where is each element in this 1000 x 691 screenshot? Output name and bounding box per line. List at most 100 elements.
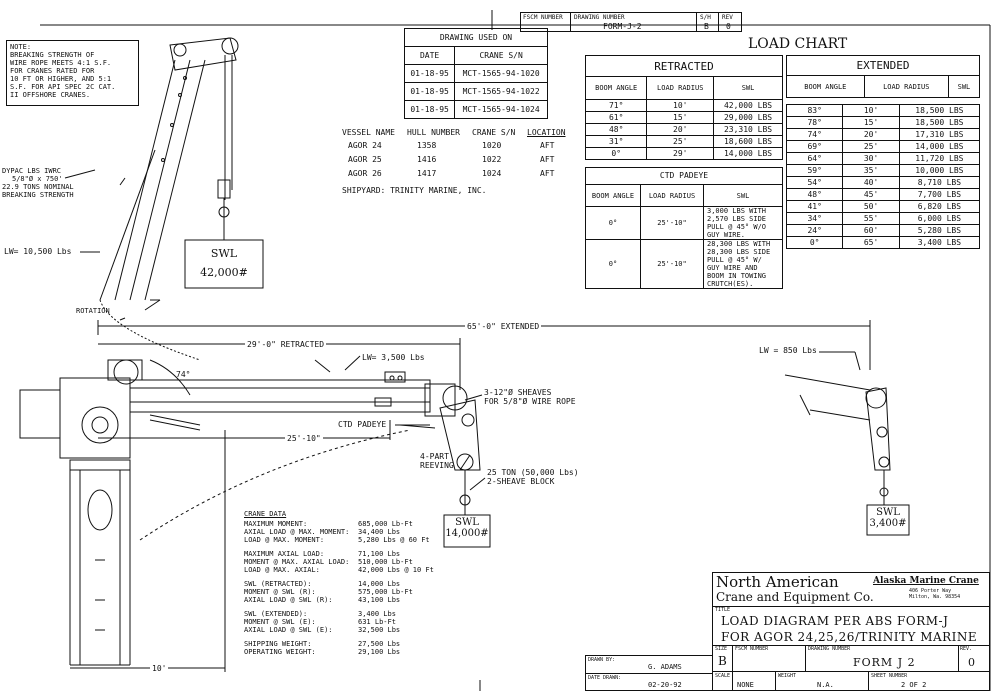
- table-cell: 34°: [785, 212, 844, 225]
- crane-data-key: AXIAL LOAD @ SWL (R):: [244, 596, 333, 604]
- col-crane-sn: CRANE S/N: [454, 46, 548, 65]
- padeye-label: CTD PADEYE: [585, 167, 783, 185]
- table-cell: 10': [842, 104, 900, 117]
- crane-data-value: 43,100 Lbs: [358, 596, 401, 604]
- table-cell: 0°: [585, 206, 641, 240]
- table-row: AGOR 25 1416 1022 AFT: [342, 155, 566, 164]
- table-cell: 25': [842, 140, 900, 153]
- swl-line: PULL @ 45° W/O: [707, 223, 767, 231]
- swl-label: SWL: [876, 507, 900, 518]
- reeving-label: 4-PART REEVING: [420, 452, 454, 470]
- table-cell: 20': [842, 128, 900, 141]
- table-row: 48°45'7,700 LBS: [785, 188, 981, 201]
- table-cell: 50': [842, 200, 900, 213]
- swl-line: GUY WIRE AND: [707, 264, 758, 272]
- crane-data-key: MAXIMUM MOMENT:: [244, 520, 308, 528]
- retracted-dimension: 29'-0" RETRACTED: [245, 340, 327, 349]
- col-load-radius: LOAD RADIUS: [640, 184, 704, 207]
- table-row: 24°60'5,280 LBS: [785, 224, 981, 237]
- table-row: 78°15'18,500 LBS: [785, 116, 981, 129]
- rev-label: REV: [722, 14, 733, 21]
- crane-data-value: 575,000 Lb-Ft: [358, 588, 413, 596]
- address-line: 406 Porter Way: [909, 588, 952, 594]
- crane-data-key: MOMENT @ SWL (E):: [244, 618, 316, 626]
- swl-line: 28,300 LBS WITH: [707, 240, 771, 248]
- note-box: NOTE: BREAKING STRENGTH OF WIRE ROPE MEE…: [6, 40, 139, 106]
- swl-line: BOOM IN TOWING: [707, 272, 767, 280]
- load-chart-title: LOAD CHART: [748, 36, 848, 52]
- table-cell: 15': [842, 116, 900, 129]
- table-cell: 54°: [785, 176, 844, 189]
- table-row: 61°15'29,000 LBS: [584, 111, 783, 124]
- sheaves-line: 3-12"Ø SHEAVES: [484, 388, 552, 397]
- table-cell: 11,720 LBS: [898, 152, 981, 165]
- table-cell: 01-18-95: [403, 100, 456, 119]
- table-cell: 0°: [585, 239, 641, 289]
- drawing-number-value: FORM J 2: [853, 656, 916, 669]
- dypac-label: DYPAC LBS IWRC 5/8"Ø x 750' 22.9 TONS NO…: [2, 167, 74, 199]
- table-cell: 64°: [785, 152, 844, 165]
- sheaves-line: FOR 5/8"Ø WIRE ROPE: [484, 397, 576, 406]
- scale-value: NONE: [737, 681, 754, 689]
- note-line: FOR CRANES RATED FOR: [10, 67, 95, 75]
- table-cell: AFT: [540, 141, 555, 150]
- sh-value: B: [704, 22, 709, 31]
- table-cell: 01-18-95: [403, 82, 456, 101]
- fscm-label: FSCM NUMBER: [523, 14, 563, 21]
- table-cell: 3,400 LBS: [898, 236, 981, 249]
- crane-data-key: SWL (EXTENDED):: [244, 610, 308, 618]
- table-cell: AGOR 25: [348, 155, 382, 164]
- crane-data-value: 631 Lb-Ft: [358, 618, 396, 626]
- crane-data-row: AXIAL LOAD @ MAX. MOMENT:34,400 Lbs: [244, 528, 434, 536]
- table-cell: AFT: [540, 155, 555, 164]
- table-cell: 1358: [417, 141, 437, 150]
- table-cell: 42,000 LBS: [713, 99, 783, 112]
- note-line: S.F. FOR API SPEC 2C CAT.: [10, 83, 116, 91]
- table-cell: 1022: [482, 155, 502, 164]
- title-block: North American Crane and Equipment Co. A…: [712, 572, 990, 691]
- crane-data-key: LOAD @ MAX. MOMENT:: [244, 536, 325, 544]
- lw-boom-label: LW= 3,500 Lbs: [362, 353, 425, 362]
- crane-data-key: AXIAL LOAD @ MAX. MOMENT:: [244, 528, 350, 536]
- col-swl: SWL: [713, 76, 783, 100]
- swl-top-value: 42,000#: [200, 266, 248, 279]
- table-cell: 35': [842, 164, 900, 177]
- crane-data-value: 685,000 Lb-Ft: [358, 520, 413, 528]
- table-cell: 1417: [417, 169, 437, 178]
- swl-line: GUY WIRE.: [707, 231, 745, 239]
- block-assembly: [439, 399, 481, 515]
- note-title: NOTE:: [10, 43, 32, 51]
- crane-data-row: MAXIMUM AXIAL LOAD:71,100 Lbs: [244, 550, 434, 558]
- title-line1: LOAD DIAGRAM PER ABS FORM-J: [721, 614, 949, 628]
- note-line: BREAKING STRENGTH OF: [10, 51, 95, 59]
- table-cell: 25'-10": [640, 206, 704, 240]
- crane-data-row: SWL (RETRACTED):14,000 Lbs: [244, 580, 434, 588]
- drawing-number-label: DRAWING NUMBER: [808, 646, 851, 652]
- sh-label: S/H: [700, 14, 711, 21]
- crane-data-row: MOMENT @ MAX. AXIAL LOAD:510,000 Lb-Ft: [244, 558, 434, 566]
- crane-data-value: 5,280 Lbs @ 60 Ft: [358, 536, 430, 544]
- table-cell: 74°: [785, 128, 844, 141]
- rev-value: 0: [726, 22, 731, 31]
- crane-data-row: MOMENT @ SWL (R):575,000 Lb-Ft: [244, 588, 434, 596]
- table-cell: MCT-1565-94-1024: [454, 100, 548, 119]
- table-cell: AGOR 24: [348, 141, 382, 150]
- pedestal: [19, 377, 131, 666]
- swl-right-value: 3,400#: [869, 518, 907, 529]
- header-crane-sn: CRANE S/N: [472, 128, 516, 137]
- drawn-by-block: DRAWN BY: G. ADAMS DATE DRAWN: 02-20-92: [585, 655, 713, 691]
- note-line: 10 FT OR HIGHER, AND 5:1: [10, 75, 112, 83]
- lw-left-label: LW= 10,500 Lbs: [4, 247, 72, 256]
- swl-line: PULL @ 45° W/: [707, 256, 762, 264]
- table-cell: 1416: [417, 155, 437, 164]
- ctd-padeye-label: CTD PADEYE: [338, 420, 387, 429]
- table-row: 41°50'6,820 LBS: [785, 200, 981, 213]
